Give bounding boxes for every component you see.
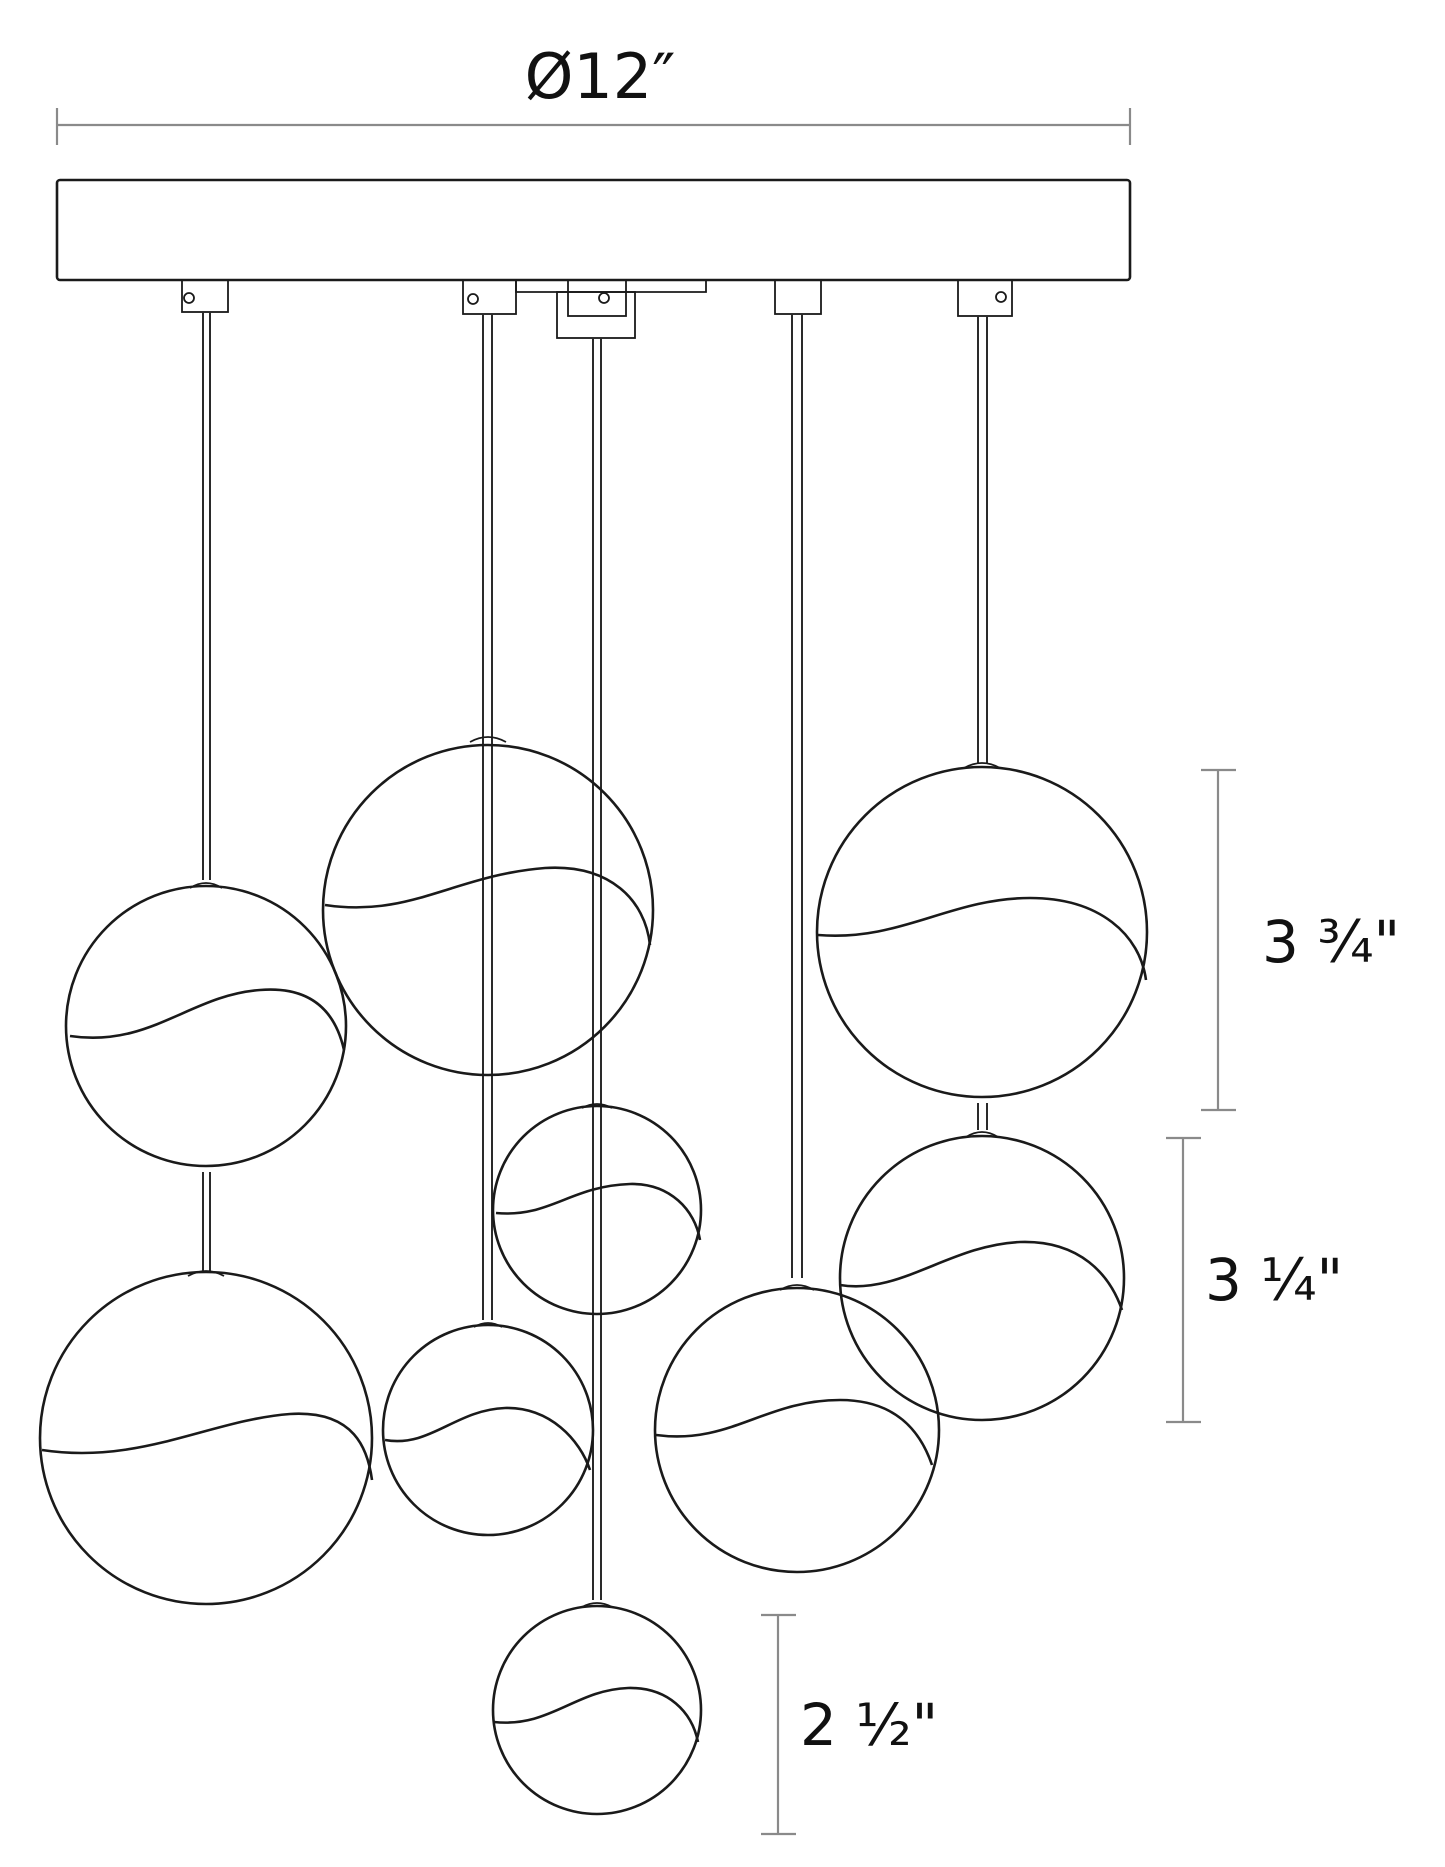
globe-lower-left	[38, 1270, 374, 1606]
dimension-medium-globe: 3 ¼"	[1166, 1136, 1343, 1424]
globe-upper-center-left	[321, 736, 655, 1077]
dimension-small-label: 2 ½"	[800, 1691, 938, 1759]
globe-top-left	[64, 882, 348, 1168]
globe-right-medium	[838, 1131, 1126, 1422]
dimension-large-globe: 3 ¾"	[1201, 768, 1400, 1112]
canopy-diameter-label: Ø12″	[525, 40, 676, 113]
canopy-diameter-dimension: Ø12″	[55, 40, 1132, 145]
dimension-small-globe: 2 ½"	[761, 1613, 938, 1836]
globe-upper-right	[815, 762, 1149, 1099]
dimension-large-label: 3 ¾"	[1262, 908, 1400, 976]
globe-bottom-small	[491, 1602, 703, 1816]
canopy-mount-blocks	[181, 279, 1013, 339]
dimension-medium-label: 3 ¼"	[1205, 1246, 1343, 1314]
ceiling-canopy	[55, 178, 1132, 282]
globe-lower-center-right	[653, 1284, 941, 1574]
globe-lower-center-left	[381, 1322, 595, 1537]
pendant-cords	[202, 312, 988, 1600]
globe-center-small	[491, 1103, 703, 1316]
